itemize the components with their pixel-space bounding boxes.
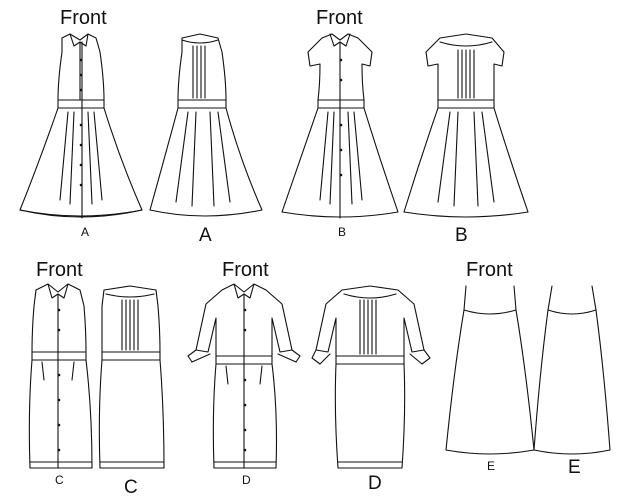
front-label-b: Front — [316, 7, 363, 29]
front-label-d: Front — [222, 259, 269, 281]
view-d-back-label: D — [368, 473, 382, 494]
front-label-a: Front — [60, 7, 107, 29]
dress-b-front — [281, 33, 399, 219]
front-label-e: Front — [466, 259, 513, 281]
view-c-front-label: C — [55, 473, 64, 487]
dress-d-back — [311, 285, 431, 469]
view-c-back-label: C — [124, 477, 138, 498]
view-e-back-label: E — [568, 457, 581, 478]
view-e-front-label: E — [487, 459, 496, 473]
dress-a-back — [149, 33, 263, 217]
view-d-front-label: D — [242, 473, 251, 487]
dress-b-back — [403, 33, 529, 218]
dress-d-front — [187, 283, 301, 469]
front-label-c: Front — [36, 259, 83, 281]
view-a-back-label: A — [199, 225, 212, 246]
dress-a-front — [19, 33, 143, 219]
view-b-front-label: B — [338, 225, 347, 239]
dress-e-front — [445, 285, 535, 455]
view-a-front-label: A — [81, 225, 90, 239]
dress-c-front — [28, 283, 93, 469]
view-b-back-label: B — [455, 225, 468, 246]
dress-c-back — [98, 285, 165, 469]
dress-e-back — [533, 285, 611, 455]
